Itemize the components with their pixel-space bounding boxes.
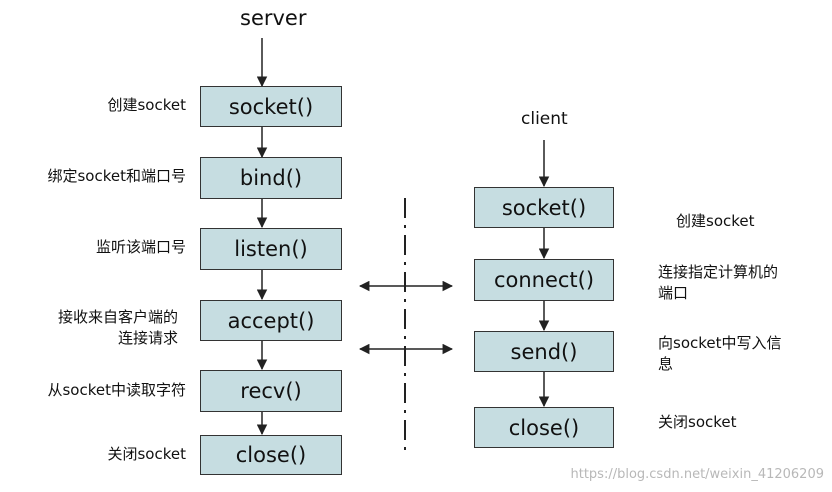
server-bind-box: bind() <box>200 157 342 199</box>
client-header: client <box>521 109 568 129</box>
client-send-note: 向socket中写入信 息 <box>658 334 782 373</box>
server-bind-note: 绑定socket和端口号 <box>47 167 186 185</box>
server-header: server <box>240 6 307 30</box>
client-socket-note: 创建socket <box>676 212 755 230</box>
server-accept-box: accept() <box>200 300 342 341</box>
client-connect-box: connect() <box>474 259 614 301</box>
server-recv-box: recv() <box>200 370 342 412</box>
server-close-note: 关闭socket <box>107 445 186 463</box>
client-socket-box: socket() <box>474 187 614 228</box>
server-socket-note: 创建socket <box>107 96 186 114</box>
client-close-box: close() <box>474 407 614 448</box>
client-close-note: 关闭socket <box>658 413 737 431</box>
server-socket-box: socket() <box>200 86 342 127</box>
server-listen-box: listen() <box>200 228 342 270</box>
client-connect-note: 连接指定计算机的 端口 <box>658 263 779 302</box>
watermark: https://blog.csdn.net/weixin_41206209 <box>570 467 824 482</box>
server-recv-note: 从socket中读取字符 <box>47 381 186 399</box>
server-listen-note: 监听该端口号 <box>95 238 186 256</box>
server-close-box: close() <box>200 435 342 475</box>
server-accept-note: 接收来自客户端的 连接请求 <box>57 308 178 347</box>
client-send-box: send() <box>474 331 614 372</box>
